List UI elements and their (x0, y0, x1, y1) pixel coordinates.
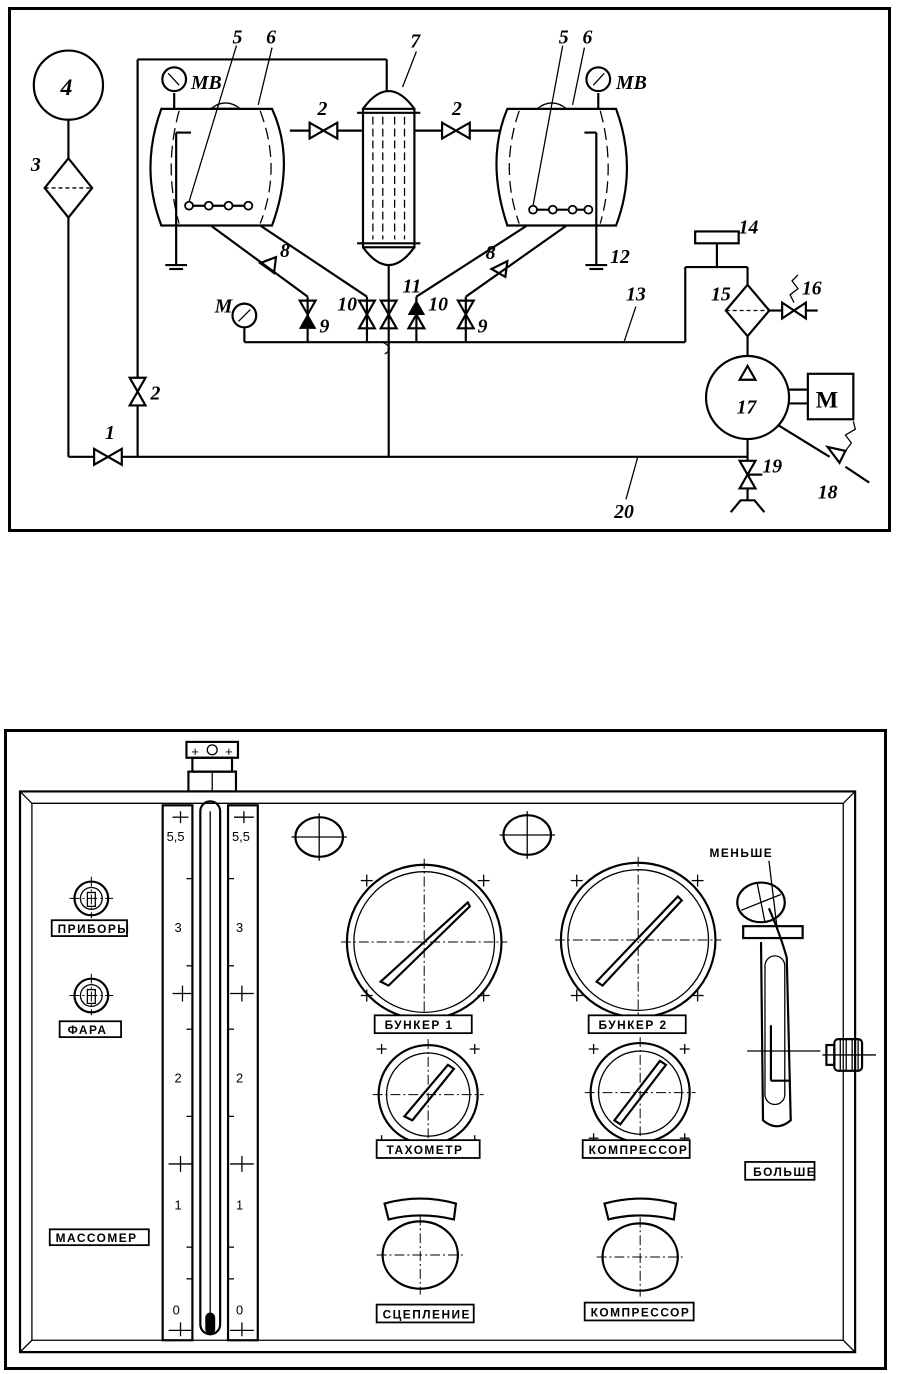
label-massomer: МАССОМЕР (56, 1231, 138, 1245)
label-14: 14 (739, 216, 759, 238)
label-10-right: 10 (428, 294, 448, 316)
tick-right-0: 0 (236, 1302, 243, 1317)
gauge-compressor (585, 1037, 696, 1148)
tick-right-5-5: 5,5 (232, 829, 250, 844)
label-2-left: 2 (317, 98, 328, 120)
label-17: 17 (737, 396, 758, 418)
tick-left-5-5: 5,5 (167, 829, 185, 844)
pneumatic-scheme-drawing: 4 3 1 20 2 5 6 МВ 7 (11, 10, 888, 529)
control-console: + + ПРИБОРЫ ФАРА МАССОМЕР 5,5 5,5 (4, 729, 887, 1370)
mounting-hole-1 (291, 813, 346, 861)
check-valve-8-left (260, 257, 276, 273)
safety-valve-18 (828, 447, 846, 463)
label-more: БОЛЬШЕ (753, 1165, 816, 1179)
label-19: 19 (762, 456, 782, 478)
switch-fara[interactable] (70, 974, 114, 1016)
tank-right-6 (496, 109, 626, 226)
label-motor: М (816, 387, 838, 413)
label-tachometer: ТАХОМЕТР (387, 1143, 464, 1157)
label-12: 12 (610, 246, 630, 268)
label-compressor-gauge: КОМПРЕССОР (589, 1143, 689, 1157)
label-3: 3 (30, 154, 41, 176)
tick-left-2: 2 (175, 1071, 182, 1086)
valve-14 (695, 231, 738, 243)
gauge-bunker-2 (555, 857, 721, 1023)
tick-left-3: 3 (175, 920, 182, 935)
label-5-left: 5 (233, 27, 243, 49)
label-mv-right: МВ (615, 72, 647, 94)
svg-text:+: + (191, 744, 199, 759)
label-8-right: 8 (486, 242, 496, 264)
label-13: 13 (626, 284, 646, 306)
label-mv-left: МВ (190, 72, 222, 94)
mounting-hole-2 (499, 811, 554, 859)
side-knob[interactable] (822, 1039, 875, 1071)
label-fara: ФАРА (68, 1023, 108, 1037)
lamp-clutch (377, 1199, 464, 1295)
label-less: МЕНЬШЕ (710, 846, 774, 860)
gauge-tachometer (373, 1039, 484, 1150)
label-2-right: 2 (451, 98, 462, 120)
label-pribory: ПРИБОРЫ (58, 922, 131, 936)
tick-right-1: 1 (236, 1197, 243, 1212)
gauge-bunker-1 (341, 859, 507, 1025)
label-bunker-1: БУНКЕР 1 (385, 1018, 454, 1032)
svg-text:+: + (225, 744, 233, 759)
label-5-right: 5 (559, 27, 569, 49)
tick-right-3: 3 (236, 920, 243, 935)
lamp-compressor (597, 1199, 684, 1297)
label-2-riser: 2 (149, 382, 160, 404)
control-console-drawing: + + ПРИБОРЫ ФАРА МАССОМЕР 5,5 5,5 (7, 732, 884, 1367)
label-9-left: 9 (320, 315, 330, 337)
label-16: 16 (802, 278, 822, 300)
label-m: М (214, 296, 234, 318)
switch-pribory[interactable] (70, 877, 114, 919)
label-compressor-lamp: КОМПРЕССОР (591, 1305, 691, 1319)
label-7: 7 (410, 31, 421, 53)
feed-lever[interactable] (737, 883, 820, 1127)
label-11: 11 (403, 276, 422, 298)
label-6-left: 6 (266, 27, 276, 49)
tick-right-2: 2 (236, 1071, 243, 1086)
pneumatic-scheme: 4 3 1 20 2 5 6 МВ 7 (8, 7, 891, 532)
label-10-left: 10 (337, 294, 357, 316)
tick-left-0: 0 (173, 1302, 180, 1317)
tick-left-1: 1 (175, 1197, 182, 1212)
label-6-right: 6 (582, 27, 592, 49)
tank-left-6 (150, 109, 283, 226)
label-bunker-2: БУНКЕР 2 (599, 1018, 668, 1032)
heat-exchanger-7 (363, 91, 414, 109)
label-1: 1 (105, 422, 115, 444)
label-20: 20 (613, 501, 634, 523)
label-18: 18 (818, 481, 838, 503)
label-15: 15 (711, 284, 731, 306)
label-4: 4 (59, 75, 72, 101)
label-9-right: 9 (478, 315, 488, 337)
label-clutch: СЦЕПЛЕНИЕ (383, 1307, 471, 1321)
mass-gauge-bulb (205, 1313, 215, 1335)
